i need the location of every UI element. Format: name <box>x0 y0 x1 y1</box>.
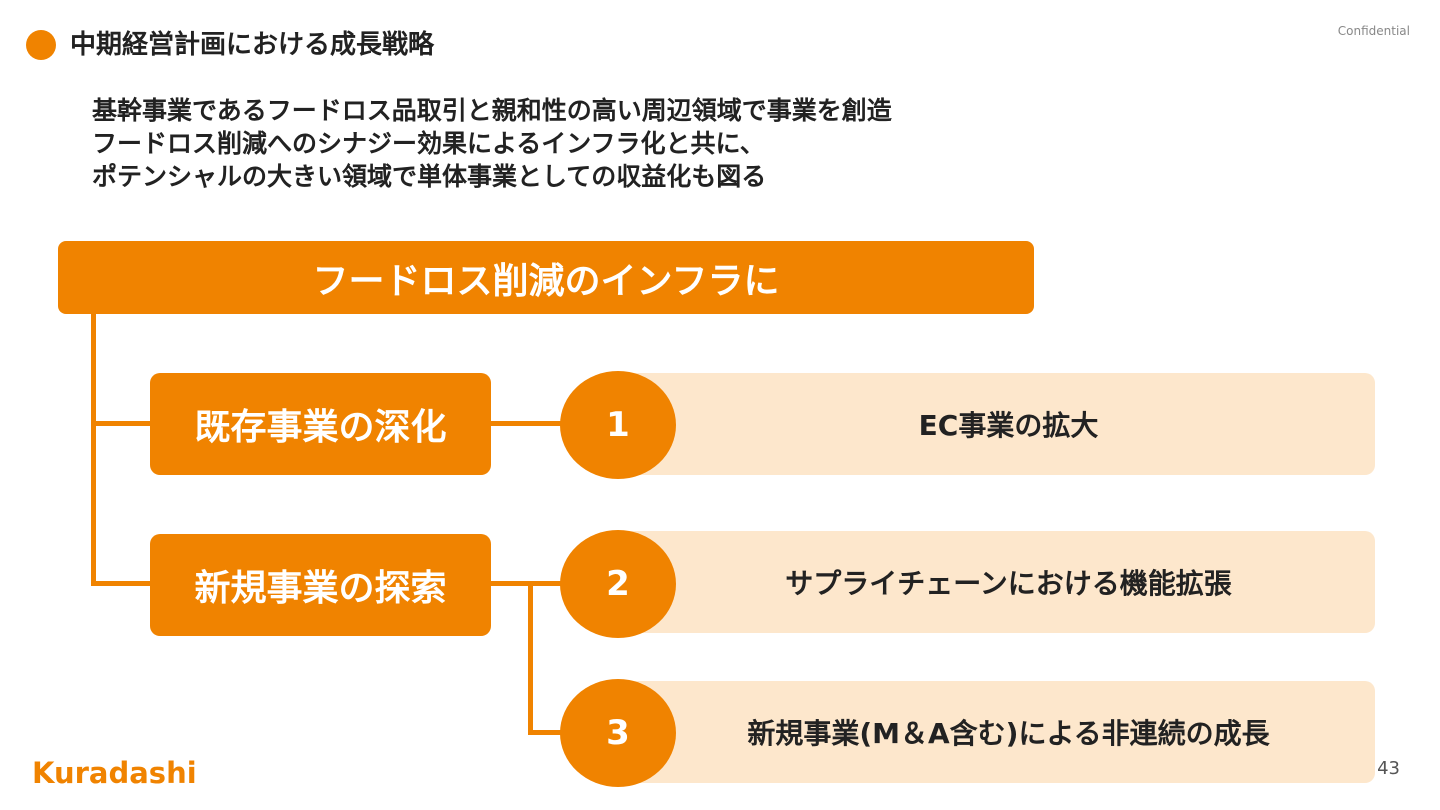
lead-line: ポテンシャルの大きい領域で単体事業としての収益化も図る <box>92 162 767 191</box>
item-number-badge: 3 <box>560 679 676 787</box>
item-card-label: EC事業の拡大 <box>918 409 1099 442</box>
lead-text: 基幹事業であるフードロス品取引と親和性の高い周辺領域で事業を創造 フードロス削減… <box>92 94 892 193</box>
confidential-label: Confidential <box>1337 24 1410 38</box>
item-connector <box>528 581 533 735</box>
item-card <box>622 681 1375 783</box>
title-bullet-icon <box>26 30 56 60</box>
category-existing-business: 既存事業の深化 <box>150 373 491 475</box>
category-new-business: 新規事業の探索 <box>150 534 491 636</box>
lead-line: 基幹事業であるフードロス品取引と親和性の高い周辺領域で事業を創造 <box>92 96 892 125</box>
kuradashi-logo: Kuradashi <box>32 756 197 790</box>
lead-line: フードロス削減へのシナジー効果によるインフラ化と共に、 <box>92 129 765 158</box>
item-number-badge: 2 <box>560 530 676 638</box>
item-connector <box>490 581 565 586</box>
page-title: 中期経営計画における成長戦略 <box>70 30 435 60</box>
item-card-label: サプライチェーンにおける機能拡張 <box>785 567 1232 600</box>
item-number-badge: 1 <box>560 371 676 479</box>
item-connector <box>490 421 565 426</box>
page-number: 43 <box>1377 758 1400 779</box>
item-connector <box>528 730 565 735</box>
item-card <box>622 531 1375 633</box>
tree-connector-branch <box>91 421 151 426</box>
item-card <box>622 373 1375 475</box>
item-card-label: 新規事業(M＆A含む)による非連続の成長 <box>747 717 1270 750</box>
root-banner: フードロス削減のインフラに <box>58 241 1034 314</box>
tree-connector-trunk <box>91 314 96 586</box>
tree-connector-branch <box>91 581 151 586</box>
